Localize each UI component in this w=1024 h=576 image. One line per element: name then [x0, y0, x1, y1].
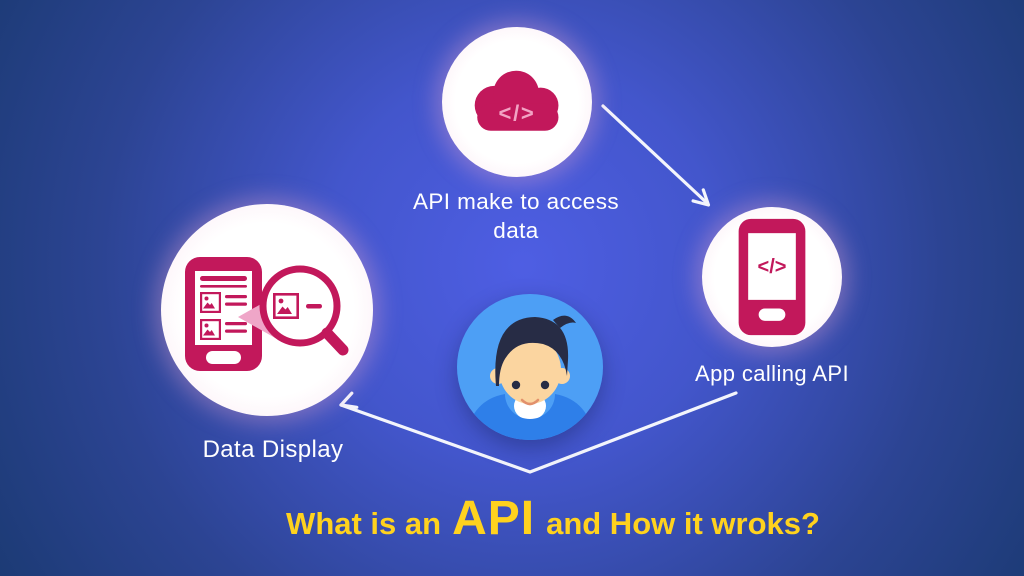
arrowhead-cloud-to-app: [691, 188, 711, 207]
phone-code-icon: </>: [738, 218, 806, 336]
title-highlight-api: API: [452, 492, 536, 545]
title-part2: and How it wroks?: [546, 506, 820, 541]
display-phone: [185, 257, 262, 371]
phone-screen: [748, 233, 796, 300]
api-cloud-label: API make to access data: [366, 187, 666, 245]
cloud-code-glyph: </>: [499, 101, 536, 126]
page-title: What is an API and How it wroks?: [286, 491, 820, 546]
data-display-label: Data Display: [202, 436, 344, 463]
magnifier-glass: [259, 265, 349, 356]
person-avatar-icon: [457, 294, 603, 440]
api-cloud-circle: </>: [442, 27, 592, 177]
cloud-shape: [474, 70, 559, 131]
data-display-circle: [161, 204, 373, 416]
cloud-code-icon: </>: [474, 70, 559, 131]
phone-magnifier-icon: [185, 257, 349, 371]
api-cloud-label-line2: data: [493, 218, 539, 243]
avatar-person: [465, 315, 595, 440]
user-avatar: [457, 294, 603, 440]
app-phone-label: App calling API: [695, 361, 849, 386]
title-part1: What is an: [286, 506, 442, 541]
app-phone-circle: </>: [702, 207, 842, 347]
phone-code-glyph: </>: [758, 256, 787, 278]
phone-home-button: [758, 308, 786, 321]
api-cloud-label-line1: API make to access: [412, 189, 620, 214]
magnifier-handle: [321, 327, 349, 356]
